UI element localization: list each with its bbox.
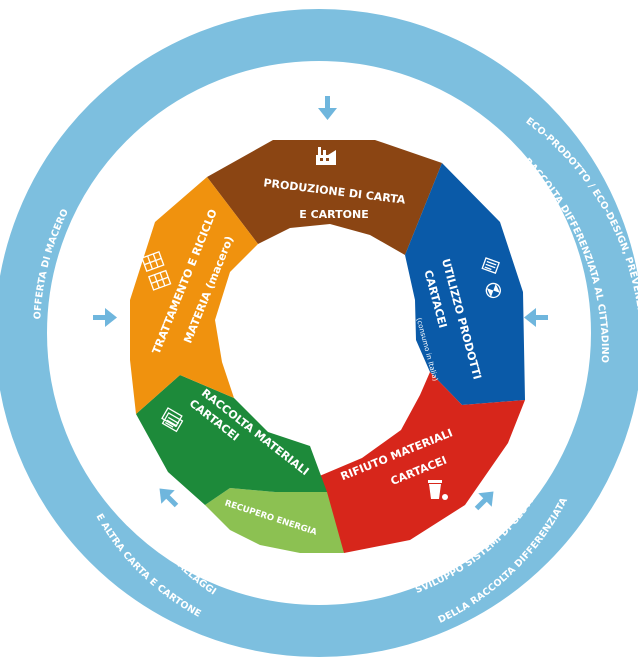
factory-icon	[316, 147, 336, 165]
paper-stack-icon	[161, 407, 184, 433]
arrow-down-icon	[318, 96, 337, 120]
segment-energia	[205, 488, 344, 553]
produzione-label-line2: E CARTONE	[299, 208, 368, 221]
arrow-up-left-icon	[474, 491, 494, 511]
outer-ring	[0, 9, 638, 657]
center-hole	[219, 235, 415, 431]
segment-trattamento	[130, 177, 258, 414]
trash-bin-icon	[428, 480, 448, 500]
paper-bale-icon	[141, 251, 172, 291]
segment-raccolta	[136, 375, 327, 505]
arrow-right-icon	[93, 308, 117, 327]
arrow-up-right-icon	[159, 488, 179, 508]
segment-rifiuto	[310, 372, 525, 553]
outer-text-top-line2: E PREVENZIONE QUALITÀ	[253, 114, 392, 140]
segment-produzione	[207, 140, 442, 255]
arrow-left-icon	[524, 308, 548, 327]
segment-utilizzo	[405, 163, 525, 405]
newspaper-box-icon	[481, 257, 501, 299]
